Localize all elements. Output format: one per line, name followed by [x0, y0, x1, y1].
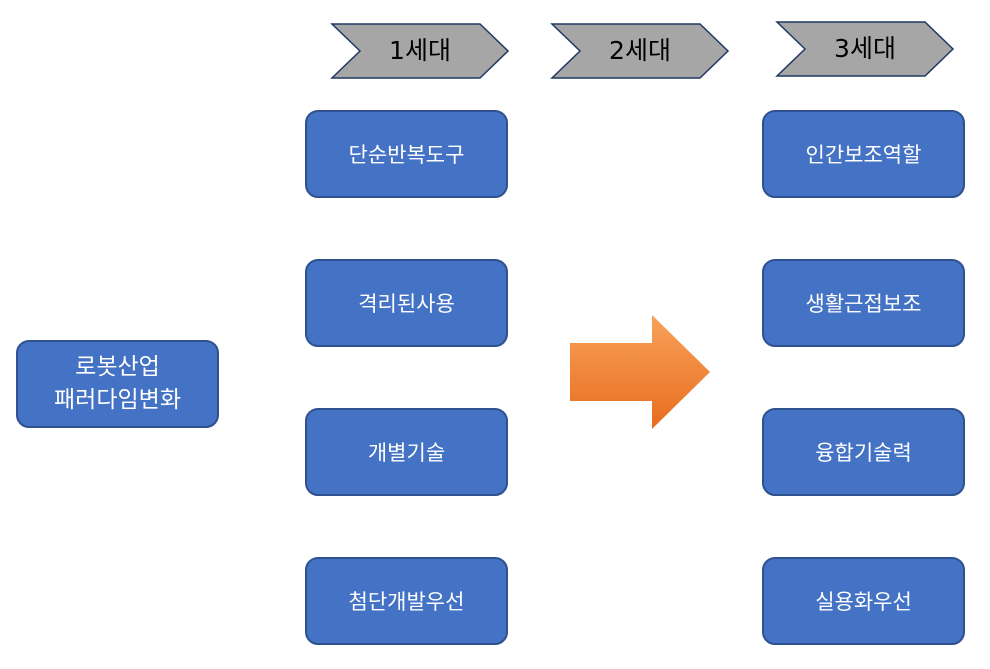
- third-gen-item: 인간보조역할: [762, 110, 965, 198]
- first-gen-item: 격리된사용: [305, 259, 508, 347]
- root-line2: 패러다임변화: [54, 387, 181, 413]
- gen2-label: 2세대: [609, 36, 671, 65]
- gen2-chevron: 2세대: [550, 22, 730, 80]
- gen1-label: 1세대: [389, 36, 451, 65]
- first-gen-item: 개별기술: [305, 408, 508, 496]
- gen1-chevron: 1세대: [330, 22, 510, 80]
- third-gen-item: 생활근접보조: [762, 259, 965, 347]
- third-gen-item: 융합기술력: [762, 408, 965, 496]
- root-line1: 로봇산업: [75, 354, 160, 380]
- right-arrow-icon: [570, 315, 710, 429]
- gen3-label: 3세대: [834, 34, 896, 63]
- root-box: 로봇산업 패러다임변화: [16, 340, 219, 428]
- third-gen-item: 실용화우선: [762, 557, 965, 645]
- first-gen-item: 첨단개발우선: [305, 557, 508, 645]
- gen3-chevron: 3세대: [775, 20, 955, 78]
- first-gen-item: 단순반복도구: [305, 110, 508, 198]
